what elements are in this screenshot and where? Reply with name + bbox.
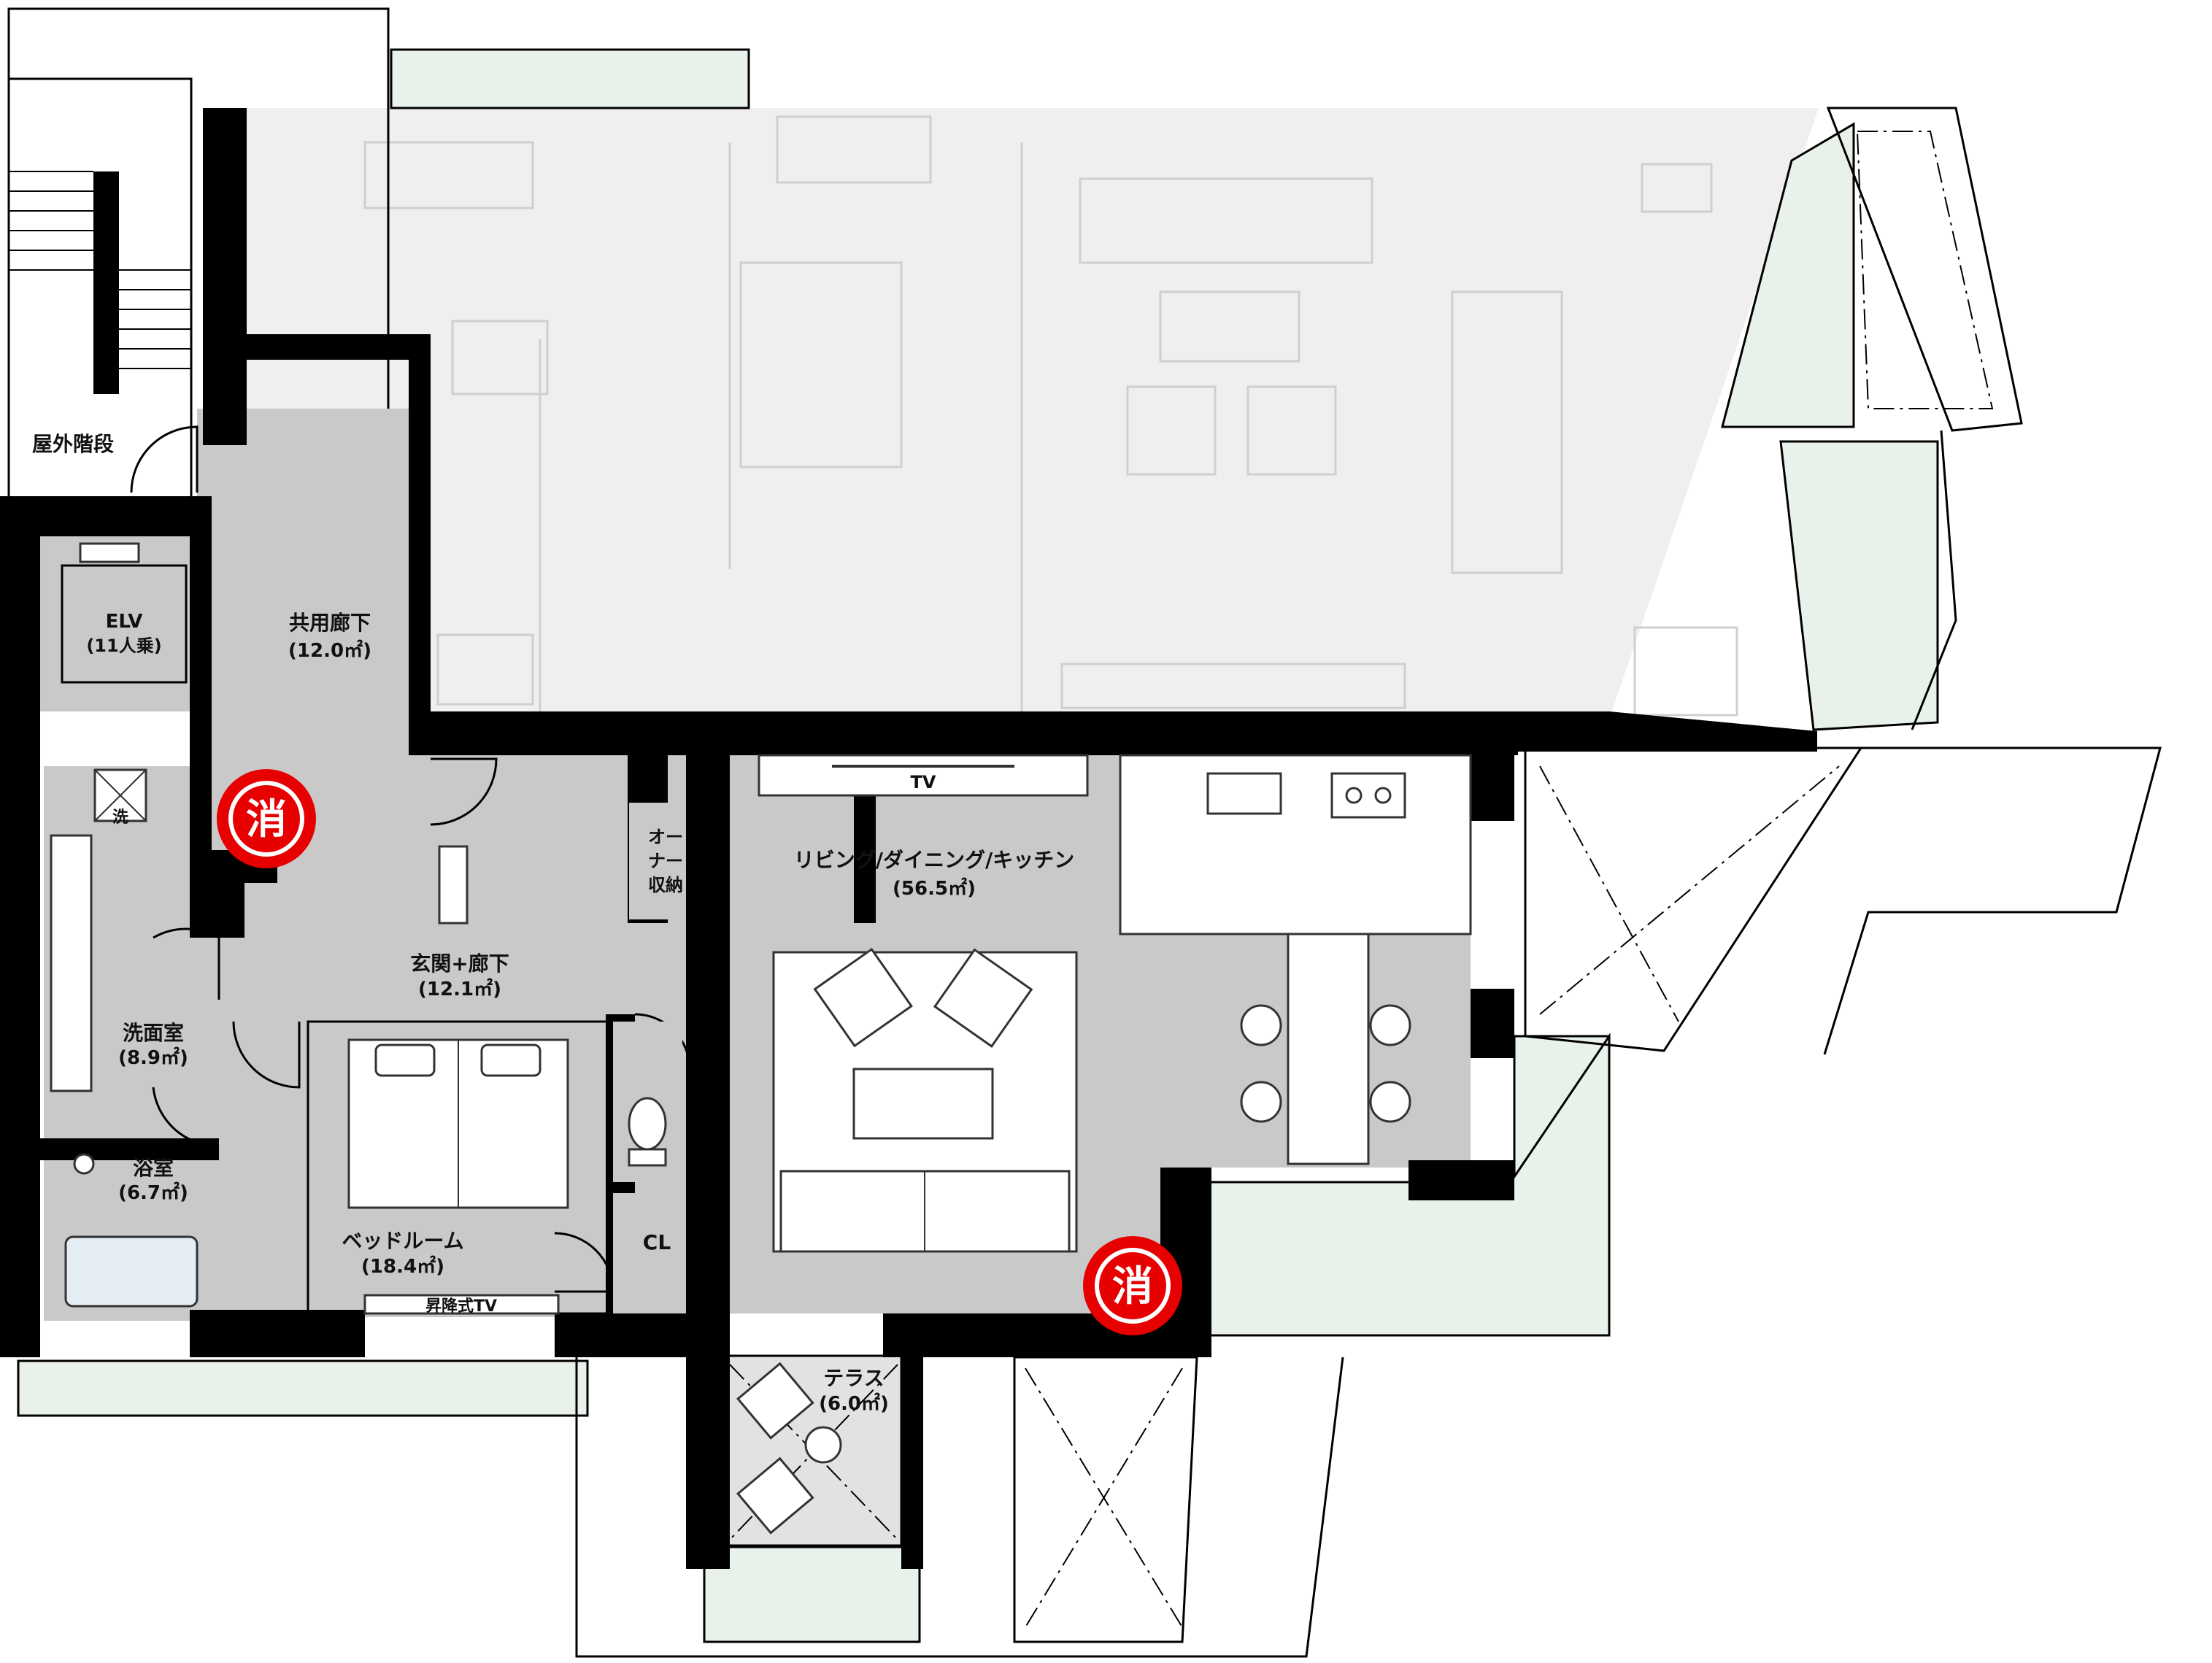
bathtub	[64, 1235, 199, 1308]
extinguisher-label-1: 消	[246, 796, 287, 844]
bathroom-label: 浴室	[133, 1156, 174, 1180]
washroom: 洗 洗面室 (8.9㎡) 浴室 (6.7㎡)	[50, 768, 199, 1308]
elevator: ELV (11人乗)	[61, 542, 188, 684]
neighbor-unit	[247, 108, 1819, 730]
elevator-label: ELV	[106, 611, 143, 633]
washroom-area: (8.9㎡)	[118, 1046, 188, 1069]
armchair-right	[933, 948, 1033, 1048]
dining-chair-1	[1240, 1004, 1282, 1046]
walls	[0, 108, 1817, 1569]
sink	[1206, 772, 1282, 815]
terrace-label: テラス	[823, 1366, 884, 1390]
bedroom-area: (18.4㎡)	[361, 1255, 444, 1278]
bedroom-door	[232, 1021, 301, 1089]
coffee-table	[852, 1068, 994, 1140]
entrance: 玄関+廊下 (12.1㎡)	[410, 952, 509, 1000]
stair-door	[130, 425, 199, 493]
green-balcony-right-1	[1721, 122, 1855, 428]
washer-label: 洗	[112, 809, 128, 827]
dining-chair-2	[1369, 1004, 1411, 1046]
extinguisher-badge-1: 消	[217, 769, 316, 868]
shower-head	[73, 1153, 95, 1175]
entrance-label: 玄関+廊下	[410, 952, 509, 976]
tv-label: TV	[911, 772, 936, 792]
lift-tv-label: 昇降式TV	[425, 1297, 497, 1316]
bedroom: ベッドルーム (18.4㎡) 昇降式TV	[307, 1020, 609, 1316]
cooktop	[1330, 772, 1406, 819]
armchair-left	[813, 947, 913, 1048]
living-area: (56.5㎡)	[893, 877, 976, 900]
common-corridor-area: (12.0㎡)	[288, 639, 371, 662]
kitchen-counter	[1119, 754, 1472, 935]
washroom-label: 洗面室	[123, 1021, 184, 1045]
corridor-door	[430, 757, 498, 826]
entrance-area: (12.1㎡)	[418, 978, 501, 1000]
dining-chair-4	[1369, 1081, 1411, 1123]
extinguisher-label-2: 消	[1112, 1263, 1153, 1311]
vanity	[50, 834, 93, 1092]
living-dining-kitchen: TV リビング/ダイニング/キッチン (56.5㎡)	[758, 754, 1472, 1253]
owner-storage-label-2: ナー	[648, 851, 683, 871]
terrace-table	[804, 1426, 842, 1464]
entrance-door	[153, 927, 220, 1000]
outdoor-staircase: 屋外階段	[7, 7, 390, 499]
common-corridor: 共用廊下 (12.0㎡)	[288, 611, 371, 662]
lift-tv	[363, 1294, 560, 1315]
closet: CL	[613, 1193, 686, 1313]
green-strip-top	[390, 48, 750, 109]
dining-table	[1287, 933, 1370, 1165]
terrace-area: (6.0㎡)	[819, 1392, 889, 1415]
outdoor-stairs-label: 屋外階段	[32, 432, 114, 456]
closet-label: CL	[643, 1230, 671, 1254]
green-balcony-right-2	[1779, 440, 1939, 731]
owner-storage-label-1: オー	[648, 827, 683, 847]
green-strip-bottom-left	[17, 1359, 589, 1417]
toilet-bowl	[628, 1097, 667, 1151]
toilet	[613, 1022, 682, 1182]
washroom-door	[152, 1087, 212, 1147]
common-corridor-label: 共用廊下	[289, 611, 371, 635]
owner-storage: オー ナー 収納	[438, 803, 683, 925]
green-strip-bottom	[703, 1546, 921, 1643]
extinguisher-badge-2: 消	[1083, 1236, 1182, 1335]
dining-chair-3	[1240, 1081, 1282, 1123]
elevator-capacity: (11人乗)	[86, 636, 161, 656]
closet-door	[554, 1232, 614, 1293]
terrace: テラス (6.0㎡)	[729, 1362, 898, 1540]
living-label: リビング/ダイニング/キッチン	[794, 848, 1074, 872]
bedroom-label: ベッドルーム	[342, 1229, 463, 1253]
owner-storage-label-3: 収納	[648, 875, 683, 895]
tv-board	[758, 754, 1089, 797]
bathroom-area: (6.7㎡)	[118, 1181, 188, 1204]
